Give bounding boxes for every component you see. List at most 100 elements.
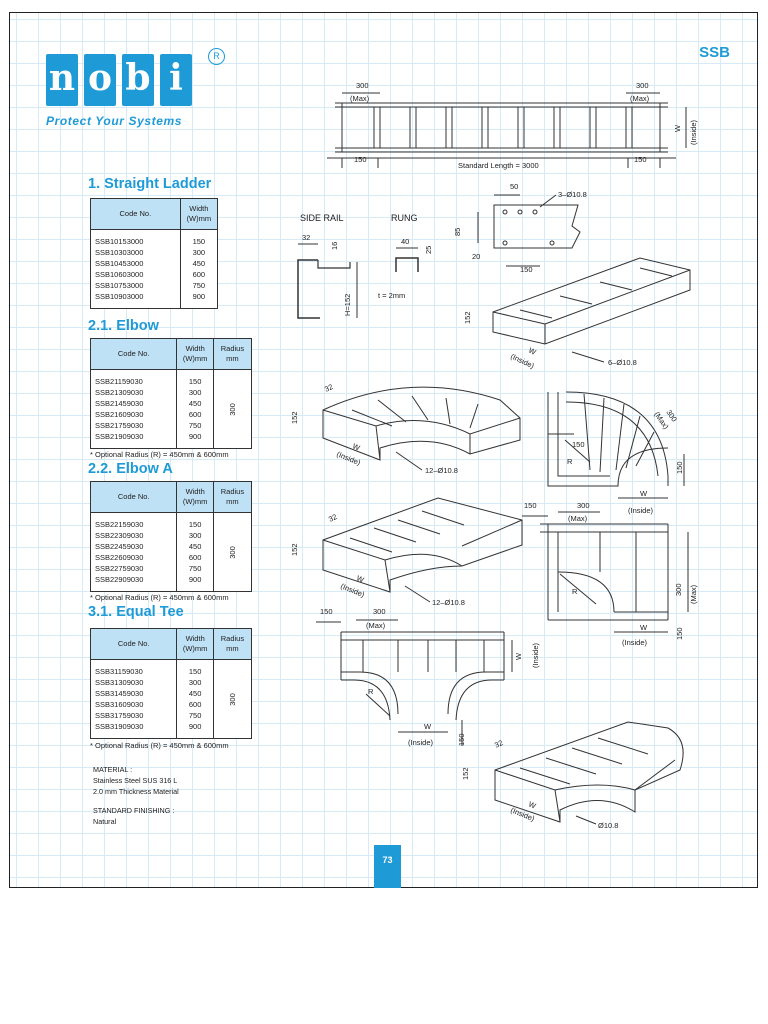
radius-cell: 300 — [212, 369, 253, 449]
dim-label: 6–Ø10.8 — [608, 358, 637, 367]
code-cell: SSB22909030 — [95, 575, 144, 584]
col-header: Code No. — [89, 481, 178, 513]
code-cell: SSB22159030 — [95, 520, 144, 529]
dim-label: W — [355, 574, 366, 585]
dim-label: 150 — [634, 155, 647, 164]
logo-tagline: Protect Your Systems — [46, 114, 183, 128]
dim-label: (Max) — [630, 94, 650, 103]
dim-label: 12–Ø10.8 — [425, 466, 458, 475]
dim-label: 152 — [290, 543, 299, 556]
material-line: Stainless Steel SUS 316 L — [93, 776, 178, 785]
dim-label: W — [527, 346, 538, 358]
code-cell: SSB21159030 — [95, 377, 143, 386]
dim-label: (Inside) — [339, 582, 366, 600]
width-list: 150 300 450 600 750 900 — [176, 659, 214, 739]
registered-mark: R — [208, 48, 225, 65]
logo-letter: i — [160, 54, 192, 106]
dim-label: Standard Length = 3000 — [458, 161, 539, 170]
code-cell: SSB21459030 — [95, 399, 144, 408]
width-cell: 900 — [188, 722, 202, 731]
width-cell: 300 — [192, 248, 206, 257]
col-header: Radius mm — [212, 338, 253, 370]
dim-label: 50 — [510, 182, 518, 191]
tee-plan-view: 150 300 (Max) W (Inside) R W (Inside) 15… — [316, 607, 540, 747]
dim-label: W — [640, 623, 648, 632]
dim-label: (Max) — [689, 584, 698, 604]
elbow-a-isometric: 32 152 W (Inside) 12–Ø10.8 — [290, 497, 523, 607]
width-cell: 450 — [188, 399, 202, 408]
section-title: 1. Straight Ladder — [88, 176, 212, 192]
dim-label: (Max) — [350, 94, 370, 103]
code-list: SSB10153000 SSB10303000 SSB10453000 SSB1… — [90, 229, 181, 309]
dim-label: H=152 — [343, 294, 352, 316]
radius-note: * Optional Radius (R) = 450mm & 600mm — [90, 741, 229, 750]
dim-label: (Inside) — [408, 738, 434, 747]
dim-label: (Inside) — [335, 450, 362, 468]
dim-label: 150 — [320, 607, 333, 616]
code-cell: SSB10153000 — [95, 237, 144, 246]
code-cell: SSB31609030 — [95, 700, 144, 709]
material-line: 2.0 mm Thickness Material — [93, 787, 179, 796]
spec-table-elbow-a: Code No. Width (W)mm Radius mm SSB221590… — [89, 481, 253, 592]
width-cell: 300 — [188, 678, 202, 687]
dim-label: 150 — [520, 265, 533, 274]
width-cell: 600 — [192, 270, 206, 279]
dim-label: 150 — [524, 501, 537, 510]
width-cell: 750 — [188, 711, 202, 720]
dim-label: 300 — [636, 81, 649, 90]
col-header: Code No. — [90, 198, 181, 230]
spec-table-equal-tee: Code No. Width (W)mm Radius mm SSB311590… — [89, 628, 253, 739]
finishing-heading: STANDARD FINISHING : — [93, 806, 175, 815]
dim-label: (Inside) — [622, 638, 648, 647]
code-cell: SSB21309030 — [95, 388, 144, 397]
page-number: 73 — [374, 845, 401, 888]
width-cell: 600 — [188, 700, 202, 709]
radius-cell: 300 — [212, 512, 253, 592]
width-cell: 450 — [188, 542, 202, 551]
width-list: 150 300 450 600 750 900 — [176, 369, 214, 449]
ladder-top-view: 300 (Max) 300 (Max) 150 150 Standard Len… — [327, 81, 698, 170]
dim-label: 150 — [457, 733, 466, 746]
tee-isometric: 32 152 W (Inside) Ø10.8 — [461, 721, 684, 830]
material-info: MATERIAL : Stainless Steel SUS 316 L 2.0… — [93, 764, 179, 827]
section-title: 3.1. Equal Tee — [88, 604, 184, 620]
col-header: Width (W)mm — [176, 481, 214, 513]
code-cell: SSB22459030 — [95, 542, 144, 551]
dim-label: W — [514, 652, 523, 660]
col-header: Code No. — [89, 338, 178, 370]
width-cell: 150 — [188, 667, 202, 676]
code-cell: SSB22759030 — [95, 564, 144, 573]
drawing-label: SIDE RAIL — [300, 213, 344, 223]
dim-label: W — [527, 800, 538, 811]
dim-label: 152 — [463, 311, 472, 324]
spec-table-elbow: Code No. Width (W)mm Radius mm SSB211590… — [89, 338, 253, 449]
dim-label: 32 — [327, 512, 338, 524]
width-cell: 600 — [188, 553, 202, 562]
dim-label: 32 — [493, 738, 504, 750]
elbow-isometric: 32 152 W (Inside) 12–Ø10.8 — [290, 382, 521, 475]
dim-label: 150 — [675, 627, 684, 640]
code-cell: SSB22609030 — [95, 553, 144, 562]
width-list: 150 300 450 600 750 900 — [179, 229, 219, 309]
dim-label: 300 — [373, 607, 386, 616]
dim-label: 3–Ø10.8 — [558, 190, 587, 199]
width-cell: 900 — [188, 575, 202, 584]
col-header: Width (W)mm — [179, 198, 219, 230]
dim-label: 32 — [302, 233, 310, 242]
dim-label: t = 2mm — [378, 291, 405, 300]
dim-label: 25 — [424, 246, 433, 254]
dim-label: 150 — [675, 461, 684, 474]
code-cell: SSB21909030 — [95, 432, 144, 441]
radius-note: * Optional Radius (R) = 450mm & 600mm — [90, 593, 229, 602]
dim-label: 12–Ø10.8 — [432, 598, 465, 607]
width-cell: 900 — [188, 432, 202, 441]
width-cell: 750 — [188, 564, 202, 573]
col-header: Radius mm — [212, 628, 253, 660]
dim-label: 152 — [290, 411, 299, 424]
dim-label: (Inside) — [628, 506, 654, 515]
dim-label: 300 — [356, 81, 369, 90]
dim-label: W — [640, 489, 648, 498]
dim-label: 152 — [461, 767, 470, 780]
code-cell: SSB31909030 — [95, 722, 144, 731]
code-list: SSB31159030 SSB31309030 SSB31459030 SSB3… — [89, 659, 178, 739]
